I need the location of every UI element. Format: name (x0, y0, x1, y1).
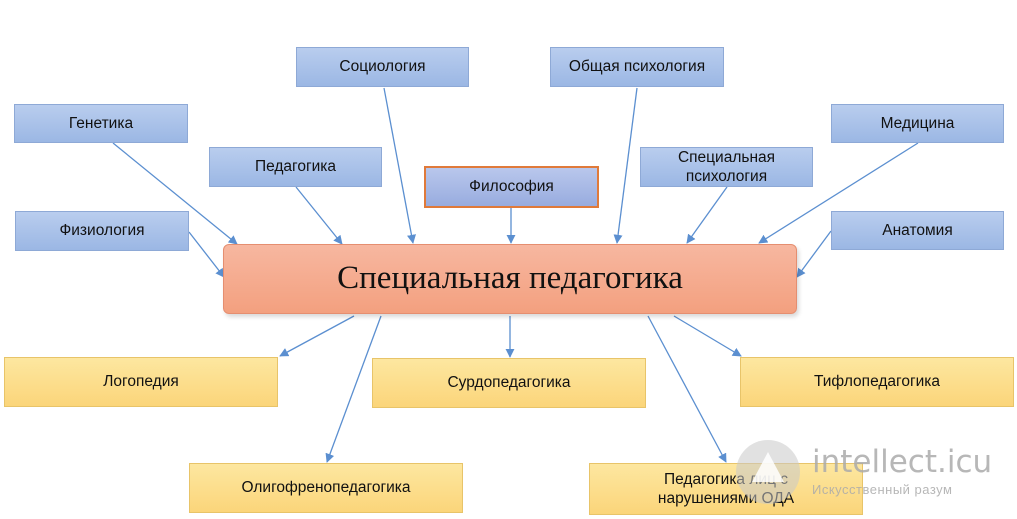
arrow-pedagogy (295, 186, 343, 245)
arrow-anatomy (796, 230, 832, 278)
box-sociology: Социология (296, 47, 469, 87)
arrow-oligophrenopedagogy (325, 315, 382, 463)
arrow-medicine (758, 142, 919, 244)
watermark-name: intellect.icu (812, 444, 993, 480)
box-philosophy-label: Философия (469, 178, 554, 196)
center-label: Специальная педагогика (337, 260, 683, 297)
box-philosophy: Философия (424, 166, 599, 208)
box-typhlopedagogy: Тифлопедагогика (740, 357, 1014, 407)
box-general-psychology-label: Общая психология (568, 58, 706, 76)
box-oligophrenopedagogy-label: Олигофренопедагогика (241, 479, 411, 497)
box-general-psychology: Общая психология (550, 47, 724, 87)
arrow-genetics (112, 142, 238, 245)
box-genetics: Генетика (14, 104, 188, 143)
box-physiology-label: Физиология (59, 222, 145, 240)
arrow-oda-pedagogy (647, 315, 727, 463)
arrow-sociology (383, 87, 416, 244)
box-medicine-label: Медицина (880, 114, 955, 132)
box-typhlopedagogy-label: Тифлопедагогика (813, 373, 941, 391)
watermark-subtitle: Искусственный разум (812, 482, 953, 497)
box-pedagogy: Педагогика (209, 147, 382, 187)
box-pedagogy-label: Педагогика (254, 158, 337, 176)
arrow-physiology (188, 231, 225, 278)
box-genetics-label: Генетика (68, 114, 134, 132)
arrow-general-psychology (613, 87, 638, 244)
box-logopedics-label: Логопедия (103, 373, 179, 391)
box-logopedics: Логопедия (4, 357, 278, 407)
box-anatomy-label: Анатомия (882, 221, 953, 239)
arrow-logopedics (279, 315, 355, 357)
box-anatomy: Анатомия (831, 211, 1004, 250)
box-oligophrenopedagogy: Олигофренопедагогика (189, 463, 463, 513)
arrow-typhlopedagogy (673, 315, 742, 357)
box-surdopedagogy: Сурдопедагогика (372, 358, 646, 408)
box-special-psychology-label: Специальная психология (677, 148, 776, 185)
box-sociology-label: Социология (339, 58, 426, 76)
arrow-special-psychology (686, 186, 728, 244)
watermark-triangle-icon (752, 452, 784, 482)
center-box-special-pedagogy: Специальная педагогика (223, 244, 797, 314)
box-special-psychology: Специальная психология (640, 147, 813, 187)
box-surdopedagogy-label: Сурдопедагогика (447, 374, 571, 392)
box-medicine: Медицина (831, 104, 1004, 143)
box-physiology: Физиология (15, 211, 189, 251)
